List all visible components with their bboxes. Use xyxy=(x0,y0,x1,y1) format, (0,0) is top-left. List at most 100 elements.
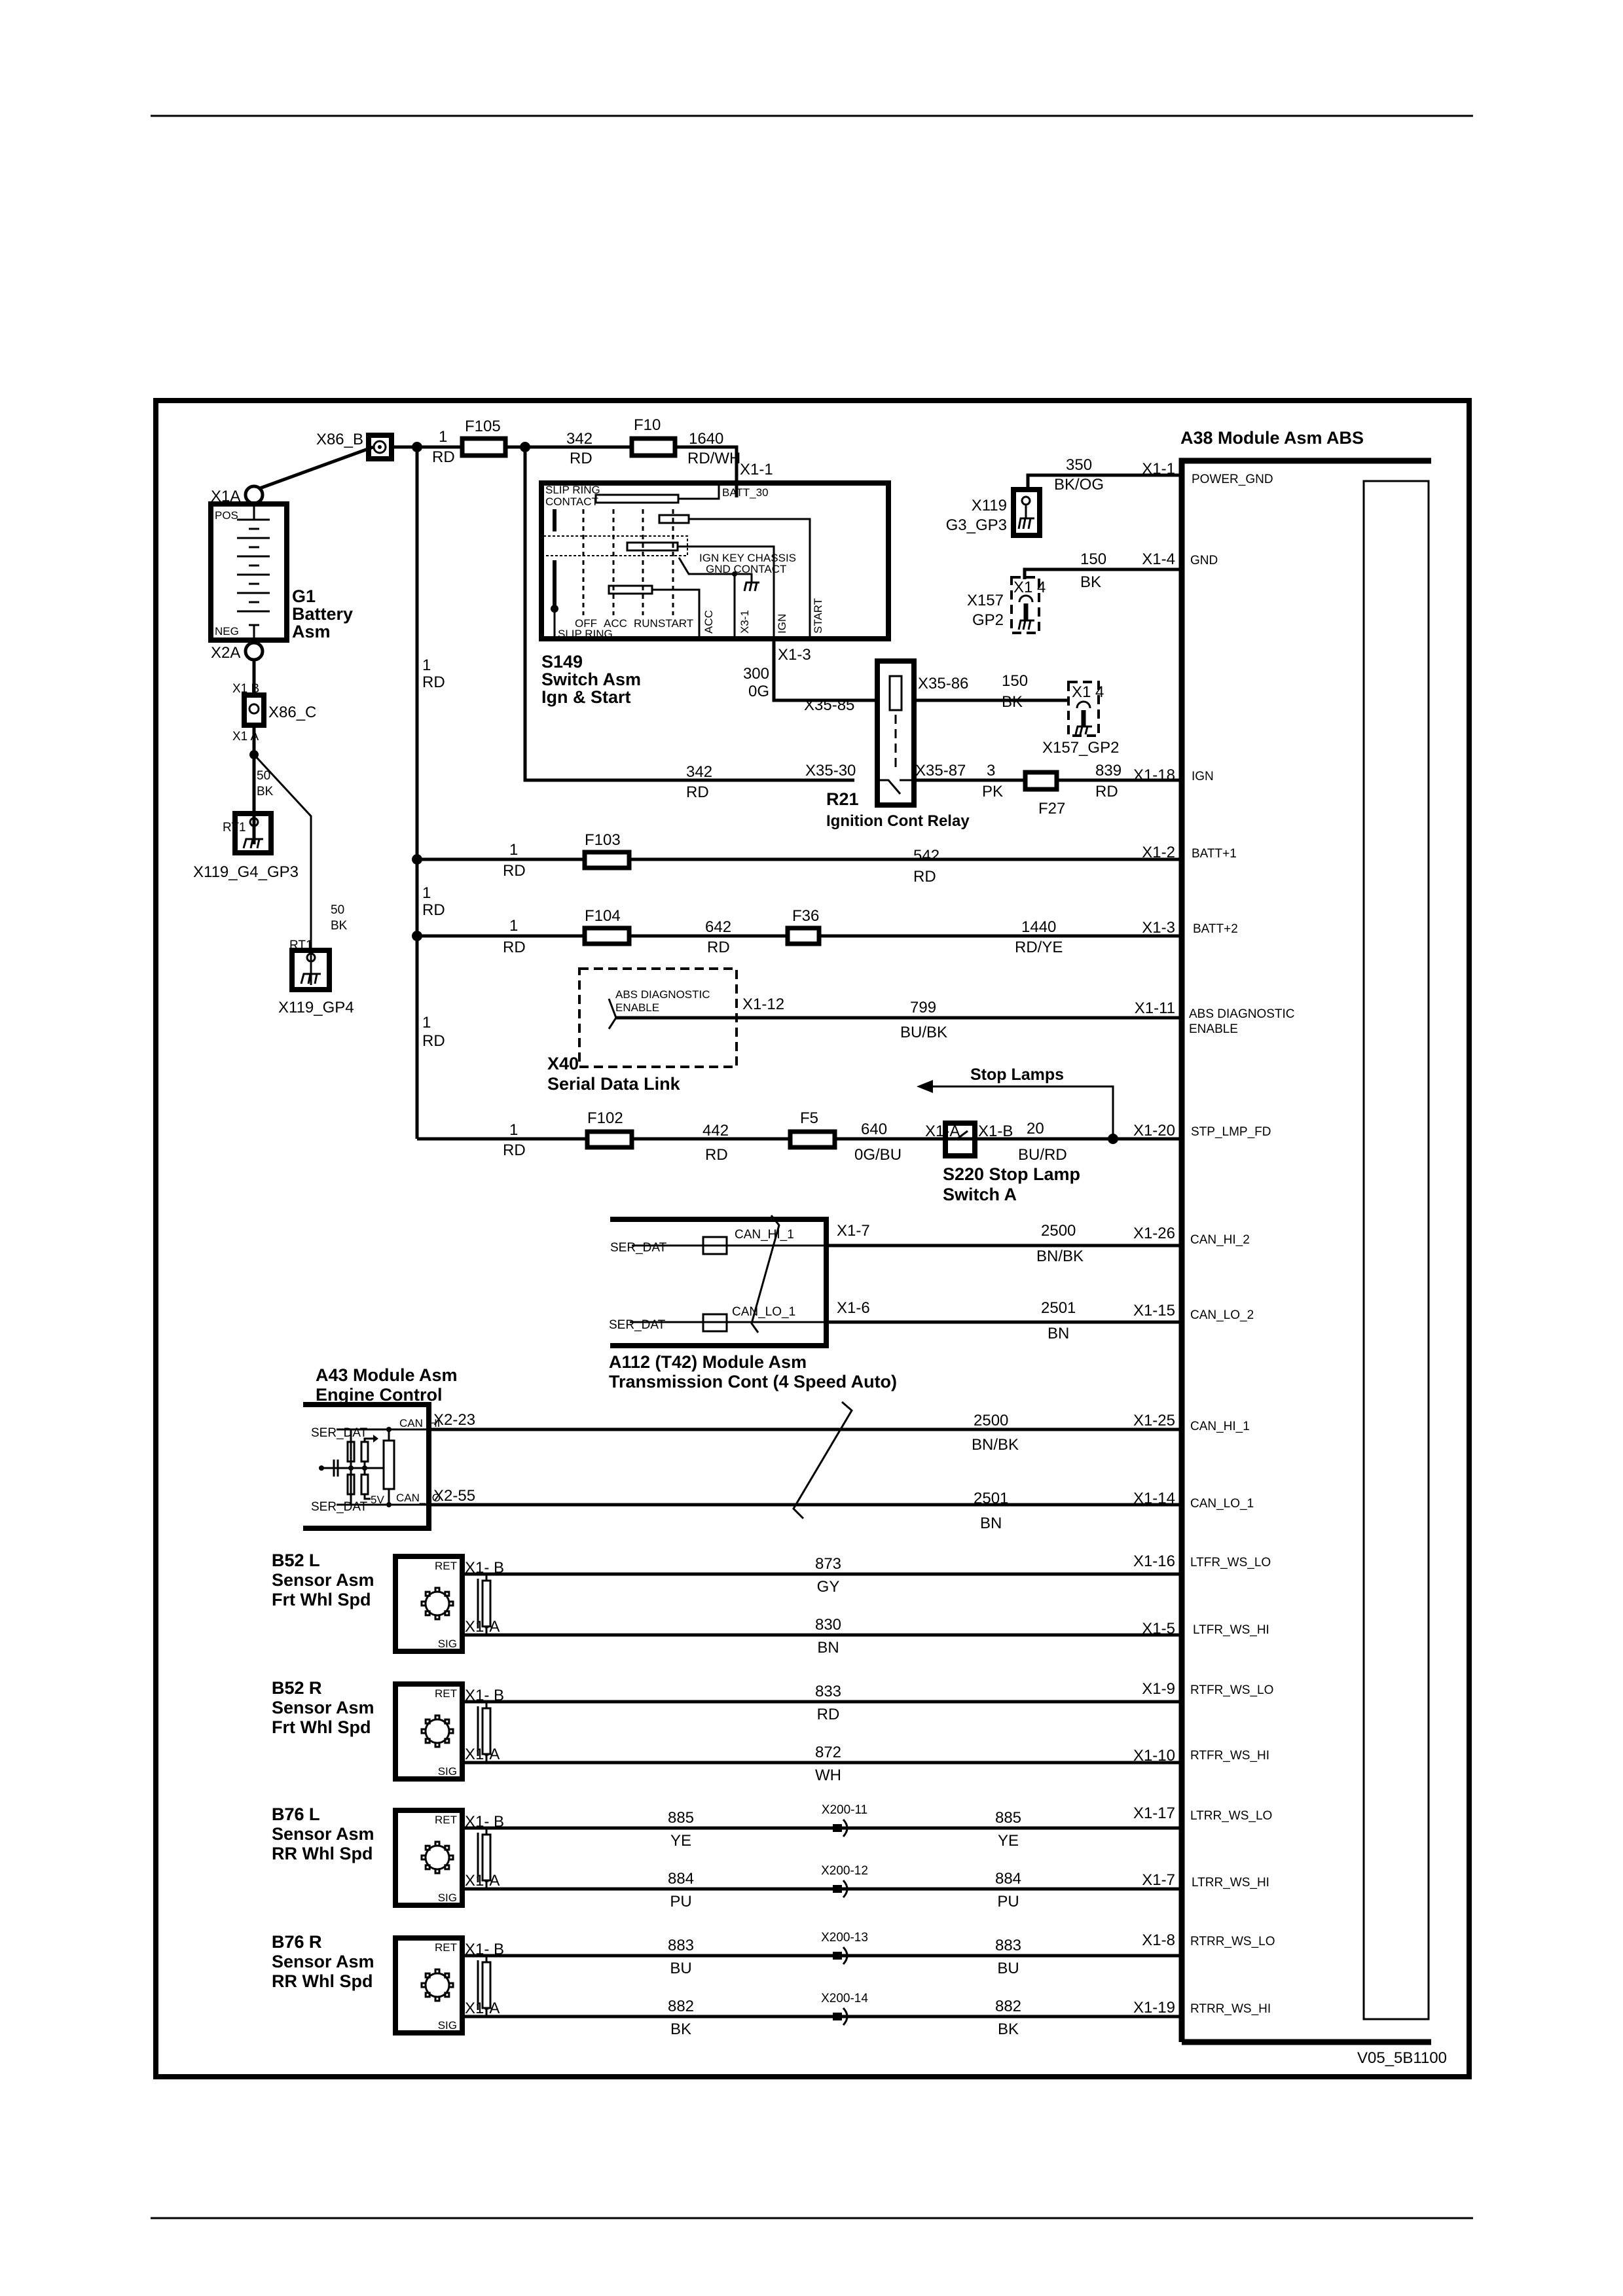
wire-color: BK xyxy=(331,919,348,933)
wire-color: RD xyxy=(570,450,593,467)
relay-r21[interactable]: X35-85 X35-86 X35-30 X35-87 R21 Ignition… xyxy=(804,658,970,830)
ground-x119-gp4[interactable]: RT1 X119_GP4 xyxy=(278,939,354,1016)
wire-num: 884 xyxy=(995,1870,1021,1888)
pin-x1-8: X1-8 xyxy=(1142,1931,1175,1949)
sensor-ref: B76 L xyxy=(272,1804,320,1824)
fuse-f10[interactable]: F10 xyxy=(629,416,678,458)
ground-label: G3_GP3 xyxy=(946,516,1007,534)
x86c-bottom-pin: X1 A xyxy=(232,730,259,744)
fuse-f102[interactable]: F102 xyxy=(585,1109,634,1150)
s149-label: CONTACT xyxy=(545,495,598,508)
a43-ser-dat: SER_DAT xyxy=(311,1426,368,1440)
signal-can-hi-2: CAN_HI_2 xyxy=(1190,1233,1250,1247)
wire-num: 2500 xyxy=(974,1412,1008,1429)
x86c-label: X86_C xyxy=(268,704,316,721)
fuse-f27[interactable]: F27 xyxy=(1023,770,1065,817)
a43-name-2: Engine Control xyxy=(316,1385,442,1405)
sensor-box xyxy=(393,1808,465,1908)
fuse-label: F5 xyxy=(800,1109,818,1127)
wire-color: BK/OG xyxy=(1054,476,1104,493)
battery-name-1: Battery xyxy=(292,604,353,624)
relay-pin-30: X35-30 xyxy=(805,762,856,780)
pin-x1-3: X1-3 xyxy=(1142,919,1175,937)
wire-num: 833 xyxy=(815,1683,841,1700)
module-a112[interactable]: SER_DAT SER_DAT CAN_HI_1 CAN_LO_1 X1-7 X… xyxy=(609,1217,897,1391)
wire-num: 2501 xyxy=(1041,1299,1076,1317)
battery-g1[interactable]: X1A POS NEG G1 Battery Asm X2A xyxy=(208,484,353,662)
x40-ref: X40 xyxy=(547,1054,579,1073)
x86c-connector[interactable]: X1 B X86_C X1 A xyxy=(232,682,316,744)
wire-342-rd-relay xyxy=(523,447,854,782)
a43-can-lo: CAN_LO xyxy=(396,1492,441,1504)
wire-num: 839 xyxy=(1095,762,1122,780)
sensor-ref: B76 R xyxy=(272,1932,322,1952)
switch-pin-a: X1-A xyxy=(925,1122,960,1140)
inline-connector-x200[interactable]: X200-11 xyxy=(822,1803,867,1838)
splice-dot xyxy=(386,1502,392,1507)
fuse-f104[interactable]: F104 xyxy=(582,907,632,946)
connector-socket-icon xyxy=(842,2007,848,2026)
switch-s220[interactable]: X1-A X1-B S220 Stop Lamp Switch A xyxy=(925,1121,1080,1204)
twisted-pair-icon xyxy=(750,1215,780,1333)
wire-num: 2500 xyxy=(1041,1222,1076,1240)
wire-color: RD xyxy=(422,901,445,919)
module-a43[interactable]: A43 Module Asm Engine Control SER_DAT SE… xyxy=(303,1365,475,1531)
connector-pin-icon xyxy=(833,1952,842,1960)
inline-connector-x200[interactable]: X200-14 xyxy=(821,1992,868,2026)
wire-color: BK xyxy=(257,785,274,798)
pin-x1-17: X1-17 xyxy=(1133,1804,1175,1822)
wire-color: WH xyxy=(815,1767,841,1784)
connector-x40[interactable]: ABS DIAGNOSTIC ENABLE X40 Serial Data Li… xyxy=(547,967,784,1094)
wire-num: 3 xyxy=(987,762,995,780)
contact-bar xyxy=(608,584,653,595)
ground-icon xyxy=(1017,619,1034,630)
fuse-f36[interactable]: F36 xyxy=(785,907,822,946)
tone-wheel-icon xyxy=(420,1968,454,2002)
battery-ref: G1 xyxy=(292,586,316,606)
s149-internal xyxy=(689,518,811,639)
s149-internal xyxy=(652,588,701,639)
s149-ign-key-label: GND CONTACT xyxy=(706,563,786,575)
ground-x119-g3-gp3[interactable]: X119 G3_GP3 xyxy=(946,487,1042,538)
fuse-f103[interactable]: F103 xyxy=(582,831,632,870)
ground-x157-gp2-b[interactable]: X1 4 X157_GP2 xyxy=(1042,681,1119,757)
relay-pin-87: X35-87 xyxy=(915,762,966,780)
ground-x157-gp2[interactable]: X1 4 X157 GP2 xyxy=(967,576,1046,634)
wire-color: BU xyxy=(670,1960,691,1977)
wire-color: RD/WH xyxy=(687,450,740,467)
x2a-terminal xyxy=(244,641,264,662)
switch-position-lines xyxy=(582,509,674,615)
wire-color: BU/RD xyxy=(1018,1146,1067,1164)
battery-name-2: Asm xyxy=(292,622,331,641)
s149-internal xyxy=(678,483,720,500)
fuse-f5[interactable]: F5 xyxy=(788,1109,837,1150)
switch-position-run: RUN xyxy=(634,617,658,630)
sensor-sig: SIG xyxy=(438,1765,457,1778)
fuse-icon xyxy=(785,925,822,946)
ground-x119-g4-gp3[interactable]: RT1 X119_G4_GP3 xyxy=(193,811,299,881)
switch-box xyxy=(943,1121,977,1158)
wire-num: 1 xyxy=(509,1121,518,1139)
wire-300-0g xyxy=(772,639,877,702)
wire-color: 0G/BU xyxy=(854,1146,902,1164)
diagram-id: V05_5B1100 xyxy=(1357,2049,1447,2067)
wire-color: RD xyxy=(817,1706,840,1723)
a38-connector-block xyxy=(1362,480,1430,2020)
inline-connector-x200[interactable]: X200-12 xyxy=(821,1864,868,1899)
inline-connector-x200[interactable]: X200-13 xyxy=(821,1931,868,1965)
a38-module[interactable]: A38 Module Asm ABS xyxy=(1178,428,1431,2045)
signal-abs-diag: ABS DIAGNOSTIC xyxy=(1189,1007,1295,1021)
switch-s149[interactable]: SLIP RING CONTACT BATT_30 IGN KEY CHASSI… xyxy=(539,480,891,707)
relay-name: Ignition Cont Relay xyxy=(826,812,970,830)
resistor-icon xyxy=(360,1473,369,1496)
stop-lamps-label: Stop Lamps xyxy=(970,1066,1064,1084)
s149-pin-start: START xyxy=(812,598,824,634)
signal-ltfr-ws-lo: LTFR_WS_LO xyxy=(1190,1556,1271,1570)
x2a-label: X2A xyxy=(211,644,240,662)
ground-box xyxy=(289,948,332,992)
fuse-f105[interactable]: F105 xyxy=(460,418,508,458)
